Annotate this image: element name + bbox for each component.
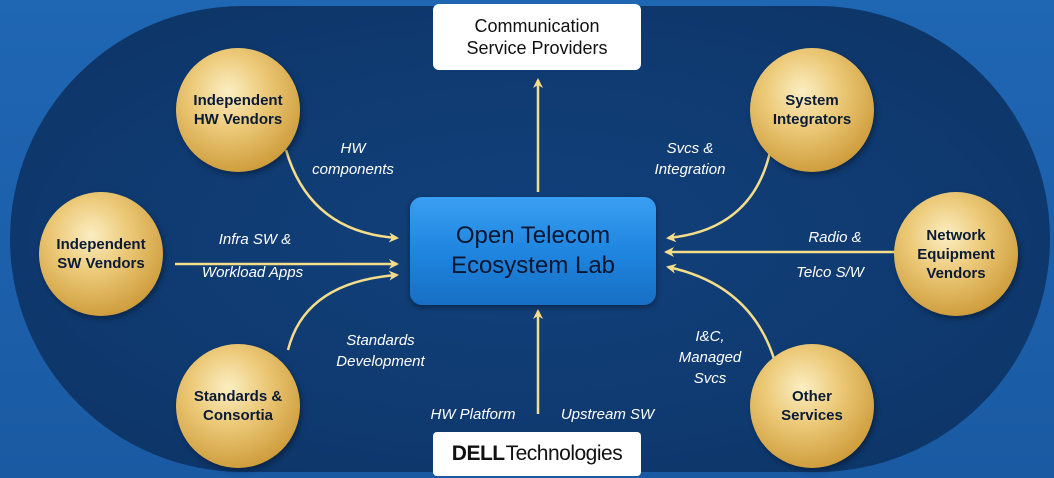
- label-hw-components: HW components: [312, 140, 394, 178]
- open-telecom-ecosystem-lab-box: Open Telecom Ecosystem Lab: [410, 197, 656, 305]
- arrow-standards: [286, 270, 399, 351]
- label-workload-apps: Workload Apps: [201, 264, 304, 281]
- label-infra-sw: Infra SW &: [218, 231, 292, 248]
- node-independent-hw-vendors: Independent HW Vendors: [176, 48, 300, 172]
- node-network-equipment-vendors: Network Equipment Vendors: [894, 192, 1018, 316]
- label-radio: Radio &: [808, 229, 862, 246]
- label-hw-platform: HW Platform: [430, 406, 516, 423]
- dell-technologies-logo: DELL Technologies: [433, 432, 641, 476]
- arrow-integrators: [666, 151, 772, 243]
- label-upstream-sw: Upstream SW: [560, 406, 655, 423]
- dell-logo-suffix: Technologies: [505, 442, 623, 465]
- node-system-integrators: System Integrators: [750, 48, 874, 172]
- node-standards-consortia: Standards & Consortia: [176, 344, 300, 468]
- label-standards-development: Standards Development: [336, 332, 425, 370]
- node-independent-sw-vendors: Independent SW Vendors: [39, 192, 163, 316]
- label-telco-sw: Telco S/W: [796, 264, 864, 281]
- dell-logo-brand: DELL: [451, 442, 505, 465]
- communication-service-providers-box: Communication Service Providers: [433, 4, 641, 70]
- arrow-hw-vendors: [284, 149, 399, 243]
- arrow-other: [666, 263, 777, 363]
- node-other-services: Other Services: [750, 344, 874, 468]
- label-ic-managed-svcs: I&C, Managed Svcs: [678, 328, 742, 387]
- label-svcs-integration: Svcs & Integration: [654, 140, 726, 178]
